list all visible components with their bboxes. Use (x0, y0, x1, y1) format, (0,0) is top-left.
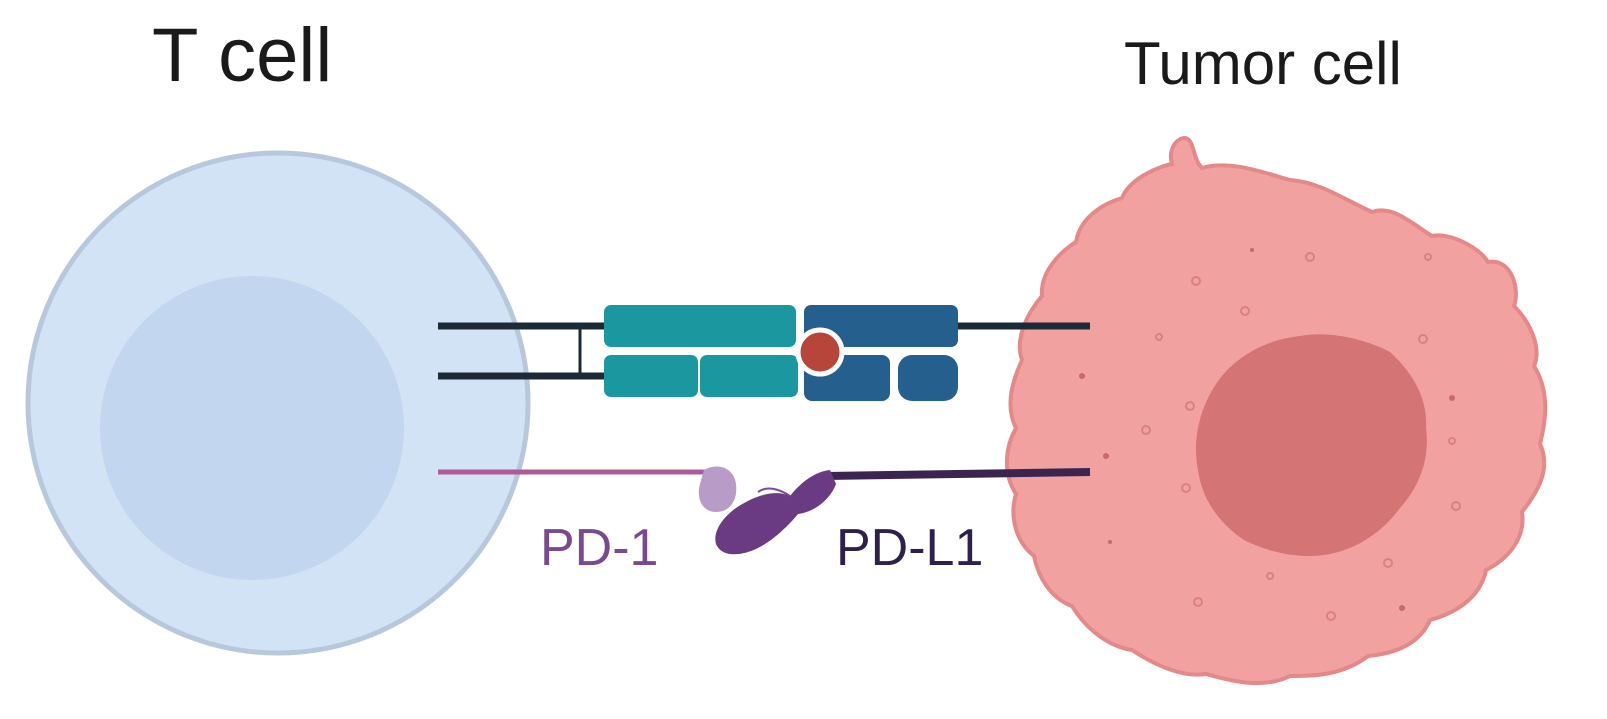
tumor-cell-label: Tumor cell (1124, 30, 1402, 97)
tumor-cell (1004, 135, 1548, 686)
t-cell-label: T cell (152, 13, 333, 98)
mhc-block-top (804, 305, 958, 347)
tcr-block-bottom-right (700, 355, 798, 397)
mhc-complex (804, 305, 958, 401)
pd1-label: PD-1 (540, 519, 659, 577)
t-cell-nucleus (100, 276, 404, 580)
tumor-cell-vesicles (1141, 252, 1461, 621)
pd-l1 (715, 468, 1091, 555)
pdl1-label: PD-L1 (836, 519, 984, 577)
antigen-peptide (795, 327, 845, 377)
tcr-block-bottom-left (604, 355, 698, 397)
pd1-domain (698, 466, 737, 512)
tumor-cell-nucleus (1196, 334, 1427, 557)
t-cell (25, 150, 531, 656)
pdl1-stalk (825, 468, 1091, 480)
mhc-block-bottom-right (898, 355, 958, 401)
tcr-block-top (604, 305, 796, 347)
tumor-cell-dots (1079, 248, 1455, 611)
t-cell-receptor (604, 305, 798, 397)
tcr-membrane-lines (438, 322, 606, 380)
pdl1-domain (715, 470, 836, 555)
